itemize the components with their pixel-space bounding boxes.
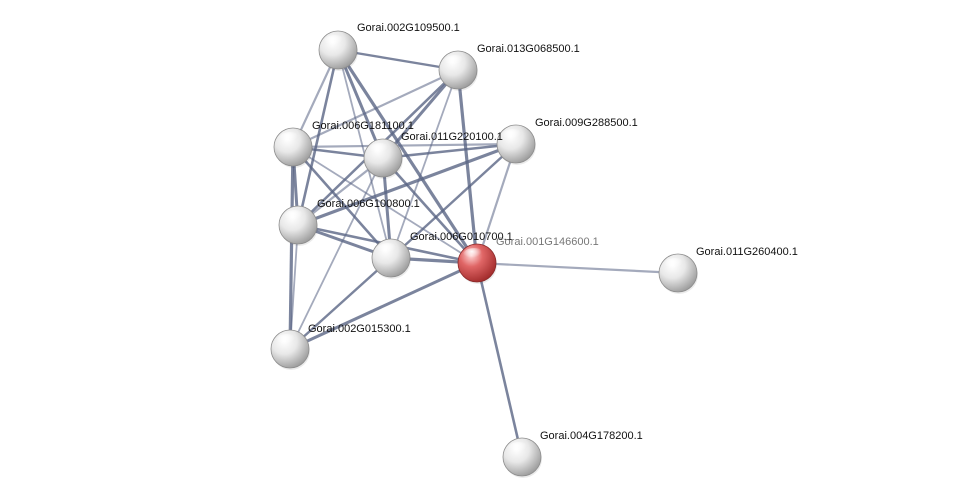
edge-n5-n7 [390,143,517,259]
node-n3[interactable] [273,127,313,168]
node-label-n6: Gorai.006G100800.1 [317,198,420,210]
node-highlight [502,129,524,143]
edge-n8-n11 [475,262,524,458]
node-n7[interactable] [371,238,411,279]
edge-n6-n10 [289,224,299,350]
edge-n5-n8 [475,143,518,264]
node-n5[interactable] [496,124,536,165]
edge-n3-n10 [288,146,295,350]
edge-n8-n9 [476,261,679,275]
node-label-n9: Gorai.011G260400.1 [696,246,798,258]
labels-layer: Gorai.002G109500.1Gorai.013G068500.1Gora… [308,22,798,442]
node-n9[interactable] [658,253,698,294]
node-label-n11: Gorai.004G178200.1 [540,430,643,442]
node-label-n4: Gorai.011G220100.1 [401,131,503,143]
node-n8[interactable] [457,243,497,284]
node-highlight [463,248,485,262]
node-n10[interactable] [270,329,310,370]
edge-n3-n5 [292,142,517,149]
edge-n3-n7 [292,146,392,259]
node-label-n8: Gorai.001G146600.1 [496,236,599,248]
edge-n2-n7 [390,69,459,259]
node-label-n5: Gorai.009G288500.1 [535,117,638,129]
node-highlight [324,35,346,49]
node-highlight [377,243,399,257]
node-highlight [369,143,391,157]
node-highlight [508,442,530,456]
node-highlight [284,210,306,224]
edge-n4-n8 [382,157,478,264]
node-label-n7: Gorai.006G010700.1 [410,231,513,243]
edge-n1-n2 [337,48,459,72]
node-highlight [664,258,686,272]
edge-n1-n4 [336,49,385,159]
edge-n1-n6 [296,49,340,226]
node-highlight [279,132,301,146]
edge-n2-n3 [292,69,459,148]
node-label-n10: Gorai.002G015300.1 [308,323,411,335]
edge-n4-n10 [289,157,384,350]
edge-n2-n8 [456,69,479,264]
node-n4[interactable] [363,138,403,179]
node-n2[interactable] [438,50,478,91]
edge-n5-n6 [297,142,517,227]
node-n11[interactable] [502,437,542,478]
node-highlight [276,334,298,348]
node-n6[interactable] [278,205,318,246]
edge-n3-n8 [292,146,478,264]
node-label-n2: Gorai.013G068500.1 [477,43,580,55]
edge-n8-n10 [289,261,478,351]
node-label-n1: Gorai.002G109500.1 [357,22,460,34]
edge-n7-n10 [289,257,392,350]
node-n1[interactable] [318,30,358,71]
node-highlight [444,55,466,69]
node-label-n3: Gorai.006G181100.1 [312,120,414,132]
edge-n4-n5 [382,142,517,160]
nodes-layer [270,30,698,478]
